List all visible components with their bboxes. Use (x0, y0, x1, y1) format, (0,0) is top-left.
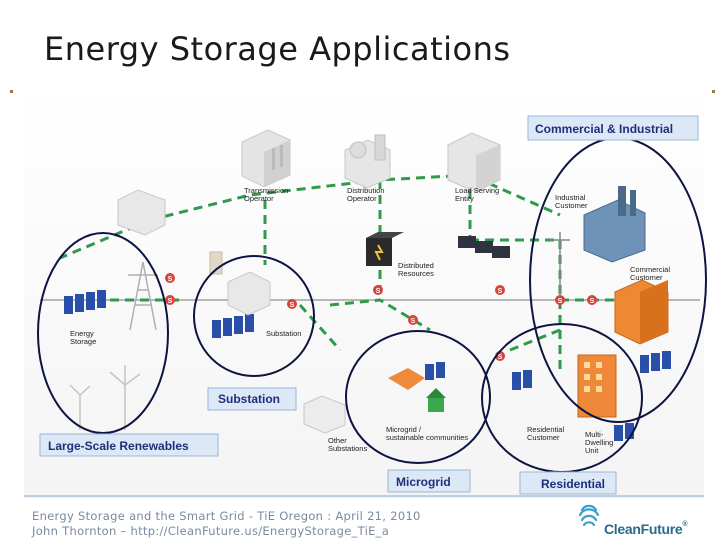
generation-building (117, 189, 223, 275)
transmission-operator-building (241, 129, 291, 188)
svg-text:Residential: Residential (541, 477, 605, 491)
svg-text:S: S (168, 298, 173, 305)
energy-storage-batteries-commercial (640, 351, 671, 373)
footer-line-1: Energy Storage and the Smart Grid - TiE … (32, 509, 421, 523)
energy-storage-batteries-residential (512, 370, 634, 441)
bullet-dot-left (10, 90, 13, 93)
page-title: Energy Storage Applications (44, 30, 511, 68)
tag-residential: Residential (519, 471, 617, 495)
microgrid-houses (388, 362, 446, 412)
s-marker-icon: S (373, 285, 383, 295)
trucks (458, 236, 510, 258)
circle-large-scale-renewables (37, 232, 169, 434)
tag-microgrid: Microgrid (387, 469, 471, 493)
tag-large-scale-renewables: Large-Scale Renewables (39, 433, 219, 457)
svg-text:S: S (411, 318, 416, 325)
svg-text:S: S (558, 298, 563, 305)
circle-microgrid (345, 330, 491, 464)
svg-text:S: S (498, 288, 503, 295)
cleanfuture-logo-text: CleanFuture® (604, 521, 688, 537)
s-marker-icon: S (587, 295, 597, 305)
distribution-operator-building (344, 134, 391, 189)
svg-text:Substation: Substation (218, 392, 280, 406)
energy-storage-batteries-substation (212, 314, 254, 338)
substation-building (227, 271, 271, 316)
cleanfuture-logo-icon (578, 504, 600, 527)
utility-pole (550, 232, 570, 298)
load-serving-entity-building (447, 132, 501, 193)
multi-dwelling-unit-building (577, 354, 617, 418)
transmission-tower (128, 261, 158, 331)
tag-substation: Substation (207, 387, 297, 411)
industrial-plant (583, 186, 646, 263)
bullet-dot-right (712, 90, 715, 93)
svg-text:S: S (376, 288, 381, 295)
other-substations-building (303, 395, 346, 434)
energy-storage-batteries-left (64, 290, 106, 314)
footer-line-2: John Thornton – http://CleanFuture.us/En… (32, 524, 390, 538)
svg-text:Commercial & Industrial: Commercial & Industrial (535, 122, 673, 136)
svg-text:S: S (590, 298, 595, 305)
s-marker-icon: S (165, 295, 175, 305)
circle-substation (193, 255, 315, 377)
s-marker-icon: S (555, 295, 565, 305)
svg-text:Large-Scale Renewables: Large-Scale Renewables (48, 439, 189, 453)
svg-text:S: S (290, 302, 295, 309)
s-marker-icon: S (408, 315, 418, 325)
wind-turbine (69, 365, 141, 430)
label-microgrid: Microgrid /sustainable communities (386, 425, 468, 442)
svg-text:S: S (498, 354, 503, 361)
s-marker-icon: S (495, 285, 505, 295)
commercial-building (614, 279, 669, 345)
s-marker-icon: S (287, 299, 297, 309)
svg-text:Microgrid: Microgrid (396, 475, 451, 489)
s-marker-icon: S (165, 273, 175, 283)
label-substation: Substation (266, 329, 301, 338)
svg-text:S: S (168, 276, 173, 283)
tag-commercial-industrial: Commercial & Industrial (527, 115, 699, 141)
distributed-resources-unit (366, 232, 404, 266)
